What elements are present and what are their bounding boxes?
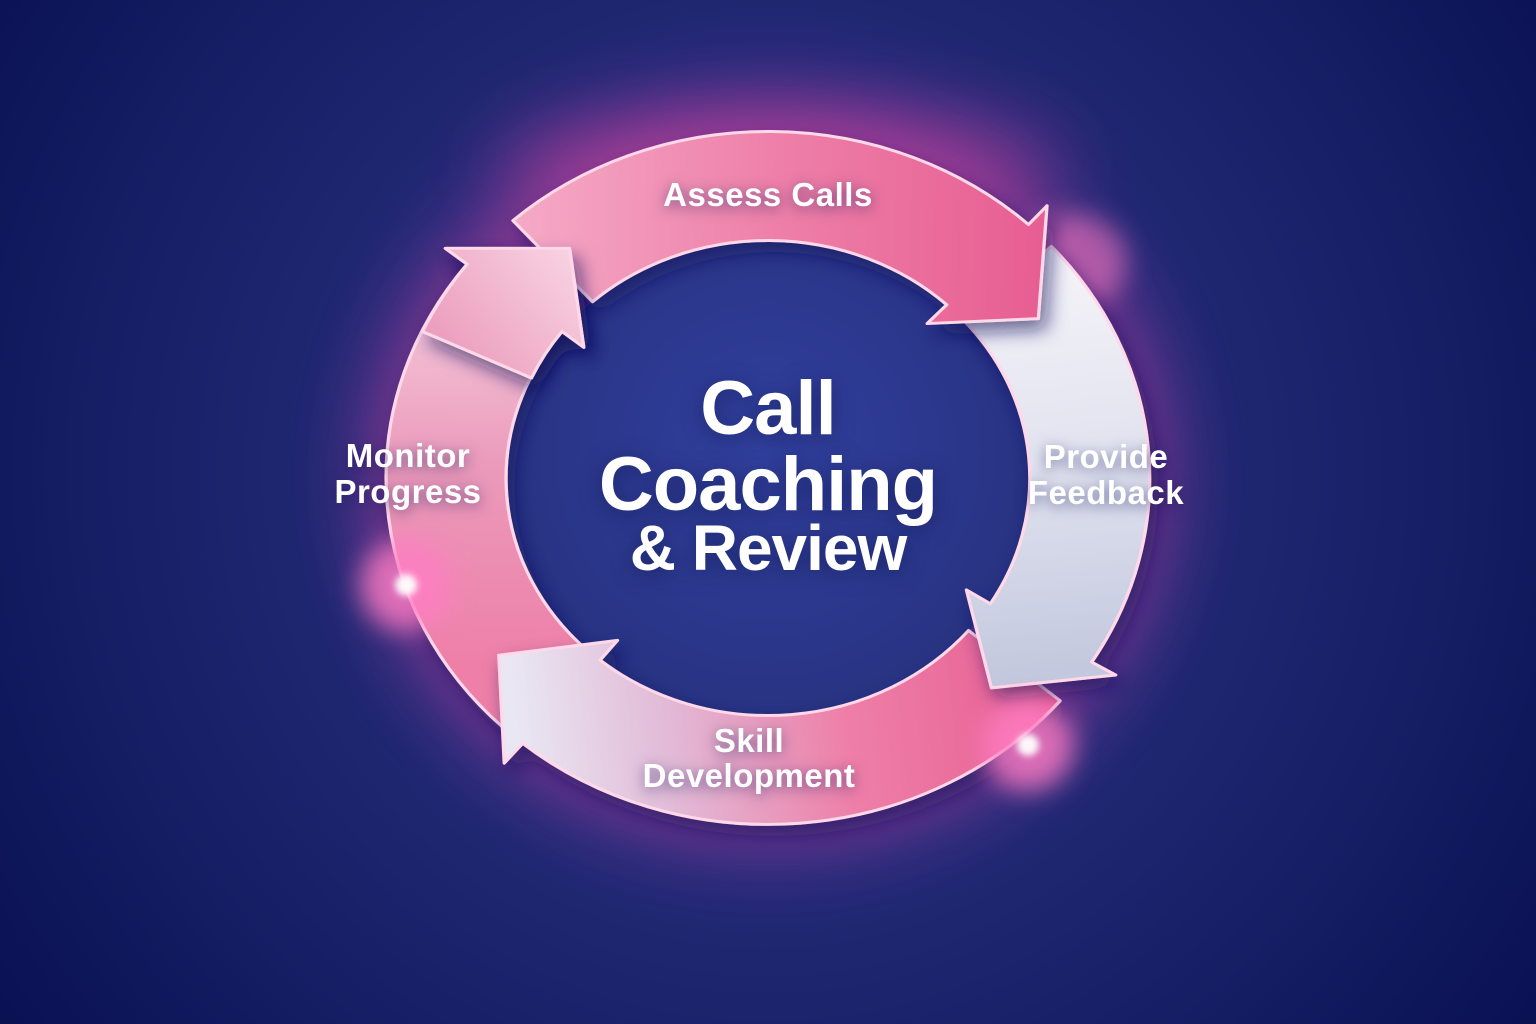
step-label-assess-calls: Assess Calls: [663, 176, 873, 213]
arrow-skill-development: [497, 628, 1062, 826]
center-disc: [506, 240, 1030, 716]
step-label-provide-feedback-line2: Feedback: [1028, 474, 1184, 511]
step-label-provide-feedback-line1: Provide: [1044, 438, 1169, 475]
step-label-monitor-progress-line1: Monitor: [346, 437, 470, 474]
arrow-monitor-progress-head: [420, 246, 586, 380]
step-label-monitor-progress-line2: Progress: [334, 473, 481, 510]
arrow-provide-feedback: [960, 244, 1152, 690]
step-label-skill-development-line1: Skill: [714, 722, 784, 759]
arrow-assess-calls: [511, 130, 1049, 326]
lens-flare-bottom-right: [982, 699, 1074, 791]
center-title-line3: & Review: [630, 512, 908, 584]
center-title-line2: Coaching: [599, 442, 937, 527]
step-label-skill-development-line2: Development: [643, 757, 856, 794]
center-title-line1: Call: [700, 366, 835, 451]
lens-flare-bottom-left: [360, 539, 452, 631]
